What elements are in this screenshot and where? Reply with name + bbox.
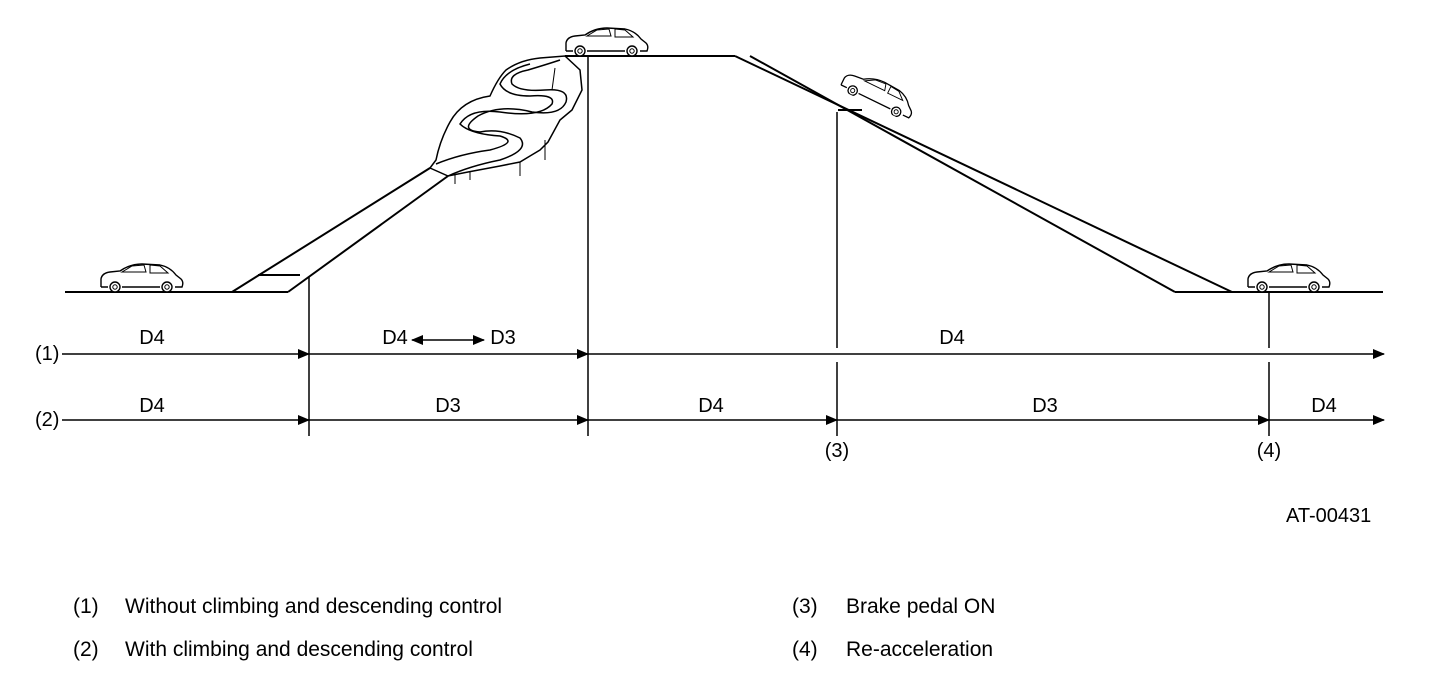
legend-text: Without climbing and descending control bbox=[125, 595, 503, 618]
legend-num: (1) bbox=[73, 595, 99, 618]
row2-segment-label: D4 bbox=[139, 395, 165, 417]
row2-segment-label: D3 bbox=[1032, 395, 1058, 417]
car-left bbox=[100, 263, 184, 292]
row2-segment-label: D4 bbox=[1311, 395, 1337, 417]
reaccel-marker: (4) bbox=[1256, 440, 1282, 462]
row1-marker: (1) bbox=[35, 343, 60, 365]
row2-marker: (2) bbox=[35, 409, 60, 431]
divider-lines bbox=[308, 56, 1270, 436]
mountain bbox=[428, 55, 583, 184]
legend-num: (3) bbox=[792, 595, 818, 618]
row1-segment-label: D4 bbox=[139, 327, 165, 349]
legend-num: (2) bbox=[73, 638, 99, 661]
ramp-outer-right bbox=[734, 55, 1233, 293]
ramp-base-left bbox=[232, 274, 300, 293]
row1-segment-label: D3 bbox=[490, 327, 516, 349]
row2-segment-label: D3 bbox=[435, 395, 461, 417]
row1-arrows bbox=[62, 335, 1385, 359]
ramp-inner-left bbox=[287, 175, 449, 293]
row2-segment-label: D4 bbox=[698, 395, 724, 417]
legend-text: With climbing and descending control bbox=[125, 638, 473, 661]
car-descending bbox=[838, 64, 920, 123]
brake-marker: (3) bbox=[824, 440, 850, 462]
legend-num: (4) bbox=[792, 638, 818, 661]
legend-text: Re-acceleration bbox=[846, 638, 994, 661]
legend-text: Brake pedal ON bbox=[846, 595, 996, 618]
figure-id: AT-00431 bbox=[1286, 505, 1372, 527]
row1-segment-label: D4 bbox=[939, 327, 965, 349]
terrain bbox=[65, 55, 1383, 293]
car-right bbox=[1247, 263, 1331, 292]
car-top bbox=[565, 27, 649, 56]
ramp-inner-right bbox=[749, 55, 1176, 293]
ramp-outer-left bbox=[231, 167, 431, 293]
row1-segment-label: D4 bbox=[382, 327, 408, 349]
